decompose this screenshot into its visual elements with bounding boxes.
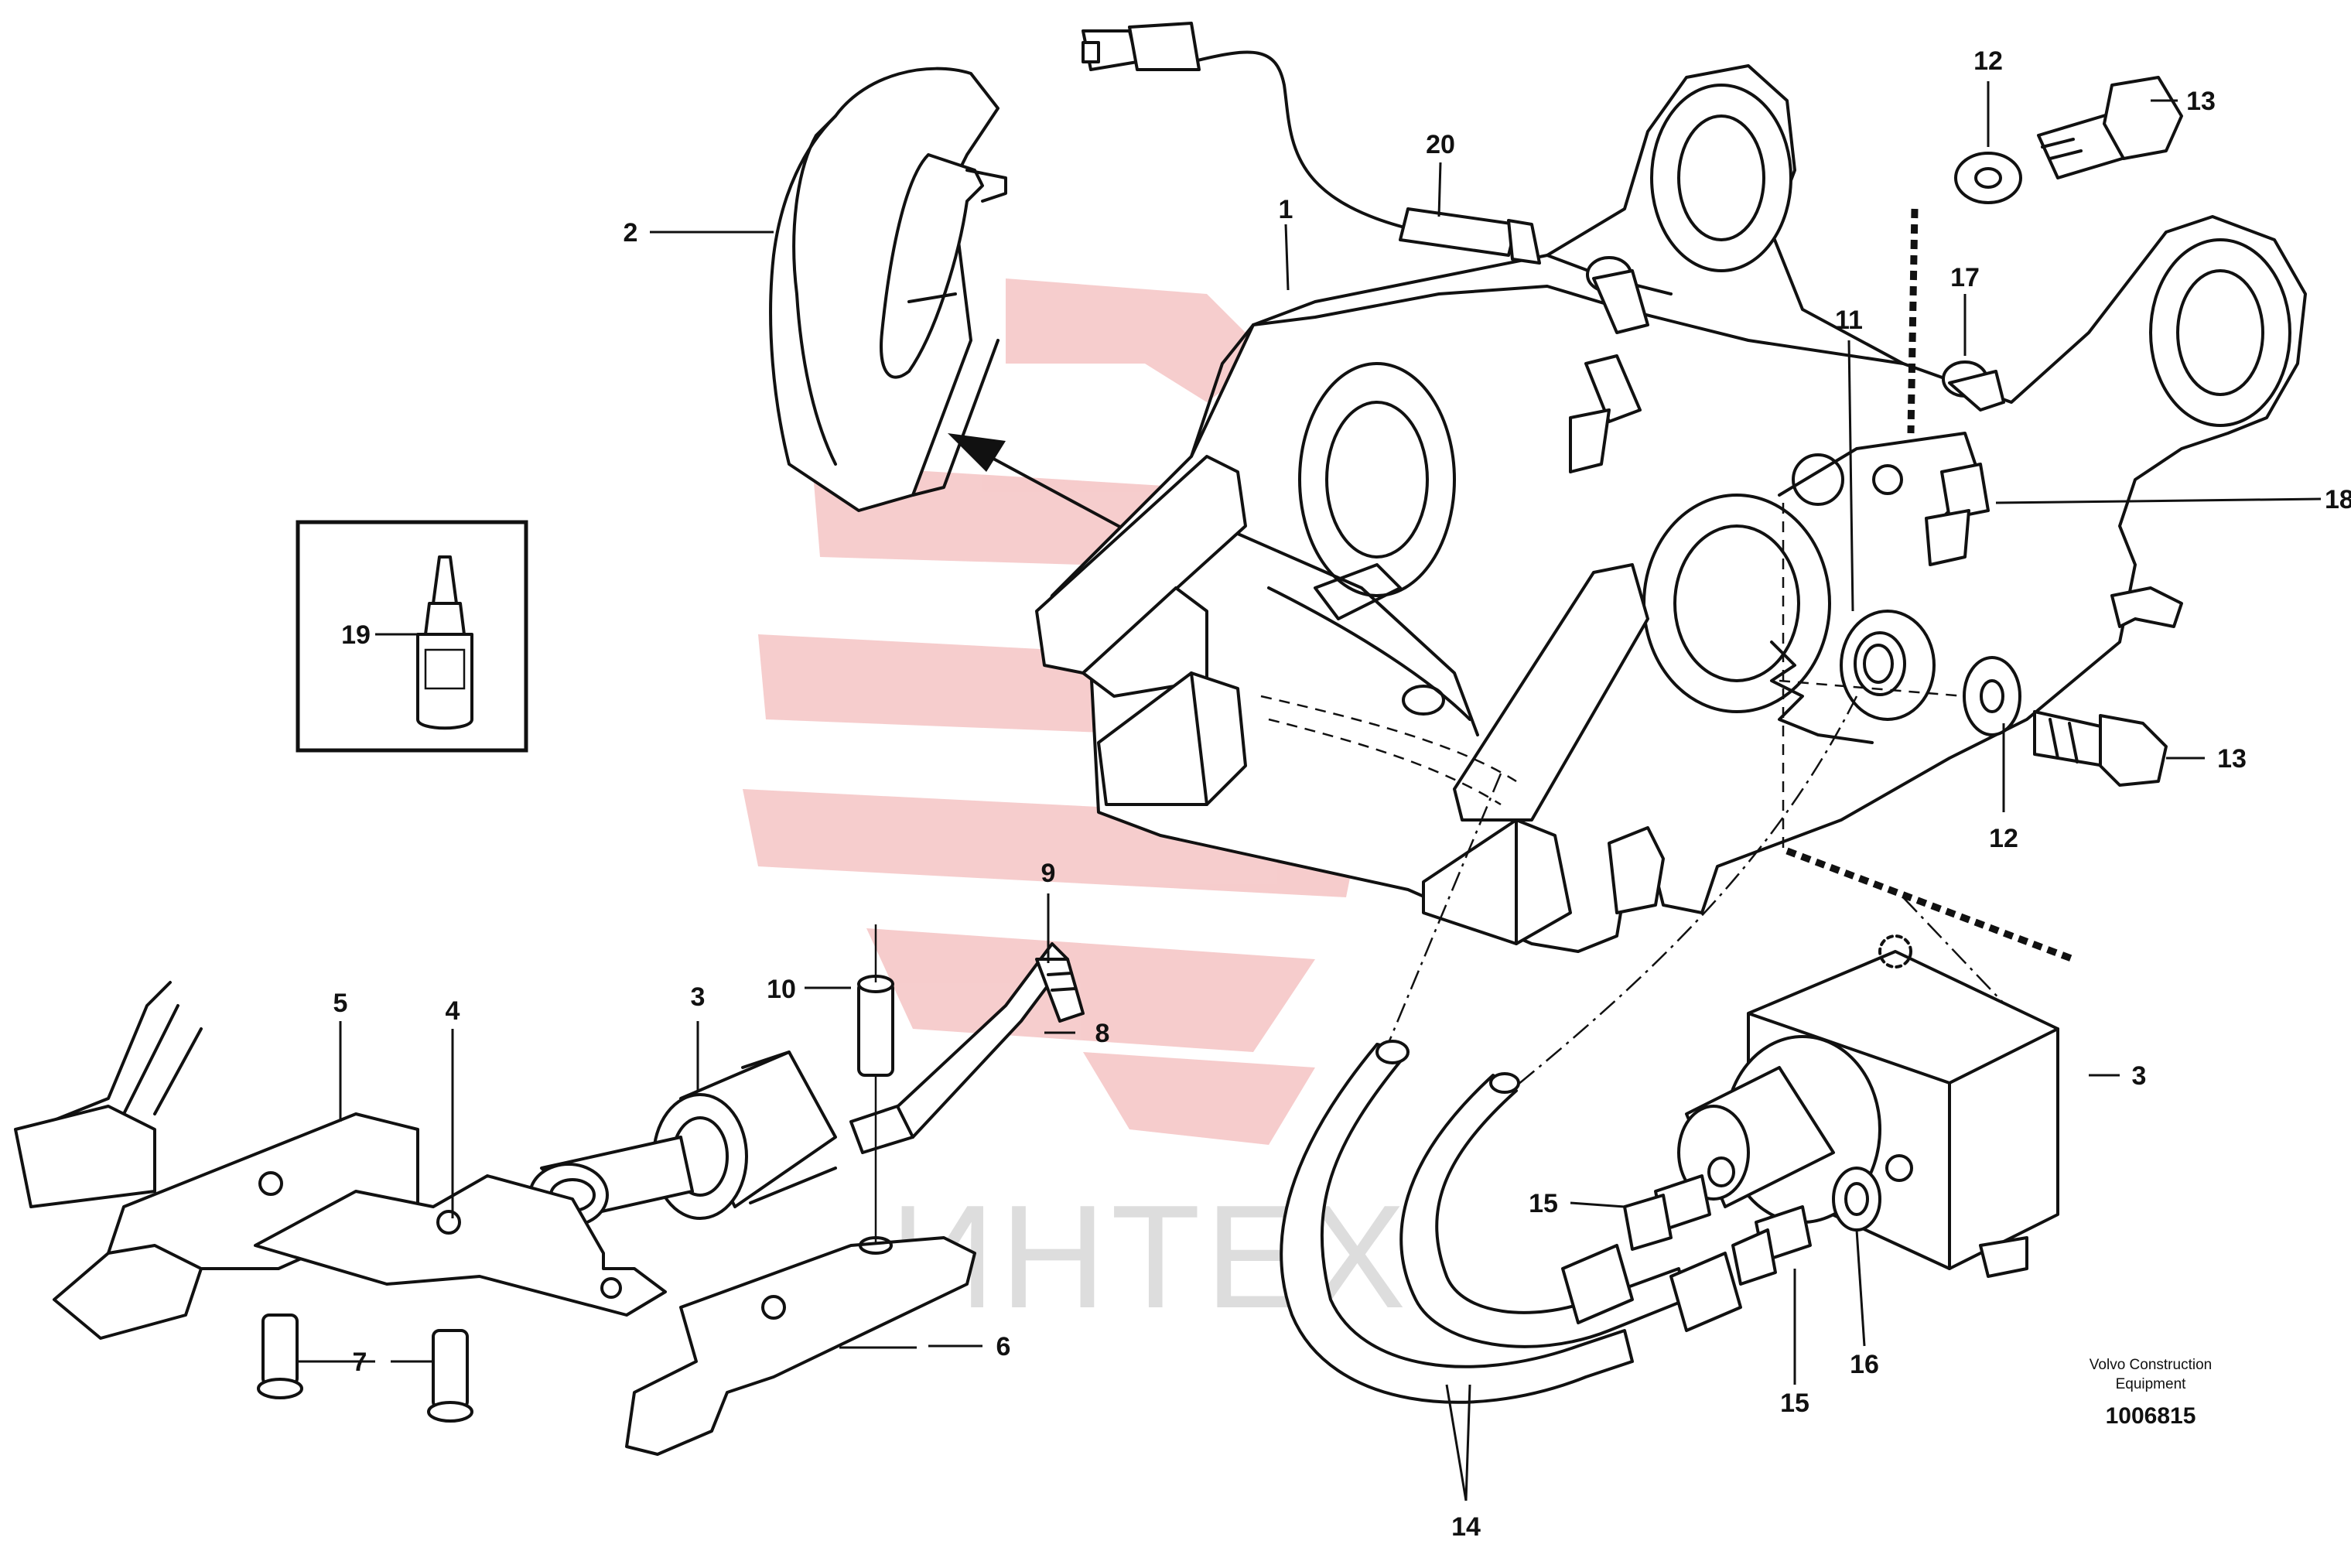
part-18-fittings (1569, 354, 1990, 566)
part-1-coupler-frame (1035, 64, 2307, 953)
part-10-pin (857, 975, 894, 1077)
callout-13-top: 13 (2186, 87, 2216, 116)
credit-line-1: Volvo Construction (2090, 1357, 2212, 1373)
drawing-credit: Volvo Construction Equipment 1006815 (2090, 1357, 2212, 1429)
part-12-washer-bottom (1963, 656, 2021, 736)
callout-9: 9 (1041, 859, 1056, 888)
callout-3-cylinder: 3 (691, 982, 706, 1012)
callout-10: 10 (767, 975, 796, 1004)
part-20-sensor (1082, 22, 1541, 265)
callout-13-bottom: 13 (2217, 744, 2247, 774)
part-9-pin (1035, 958, 1085, 1023)
callout-15-top: 15 (1529, 1189, 1558, 1218)
callout-14: 14 (1451, 1512, 1481, 1542)
part-12-washer-top (1954, 152, 2022, 204)
part-3-valve-block (1677, 934, 2059, 1278)
callout-15-bottom: 15 (1780, 1389, 1809, 1418)
callout-3-valve: 3 (2132, 1061, 2147, 1091)
callout-16: 16 (1850, 1350, 1879, 1379)
callout-19: 19 (341, 620, 371, 650)
part-4-link-plate (254, 1174, 667, 1317)
callout-18: 18 (2325, 485, 2351, 514)
part-3-cylinder (528, 1050, 837, 1228)
part-7-pins (257, 1313, 473, 1423)
callout-17: 17 (1950, 263, 1980, 292)
callout-labels: 1 2 3 3 4 5 6 7 8 9 10 11 12 12 13 13 14… (333, 46, 2351, 1542)
callout-7: 7 (353, 1348, 367, 1377)
callout-2: 2 (624, 218, 638, 248)
part-6-hook-plate (625, 1236, 976, 1456)
callout-12-bottom: 12 (1989, 824, 2018, 853)
part-14-hoses (1280, 1040, 1742, 1404)
callout-4: 4 (446, 996, 460, 1026)
part-2-cover-plate (769, 67, 1007, 512)
part-11-bushing (1840, 610, 1936, 721)
credit-line-2: Equipment (2116, 1376, 2187, 1392)
grease-nipple (1586, 256, 2005, 412)
callout-8: 8 (1095, 1019, 1110, 1048)
part-19-box (296, 520, 528, 753)
part-15-adapter-top (1623, 1174, 1711, 1251)
callout-6: 6 (996, 1332, 1011, 1361)
part-5-hook-plate (14, 981, 419, 1340)
callout-1: 1 (1279, 195, 1293, 224)
callout-11: 11 (1835, 306, 1863, 335)
part-15-adapter-bottom (1731, 1205, 1812, 1286)
part-13-bolt-top (2037, 76, 2183, 179)
callout-12-top: 12 (1973, 46, 2003, 76)
leader-lines (298, 81, 2322, 1501)
callout-5: 5 (333, 989, 348, 1018)
part-16-seal (1832, 1167, 1881, 1232)
callout-20: 20 (1426, 130, 1455, 159)
part-13-bolt-bottom (2033, 710, 2168, 787)
doc-number: 1006815 (2106, 1403, 2196, 1429)
assembly-lines (1383, 208, 2075, 1099)
